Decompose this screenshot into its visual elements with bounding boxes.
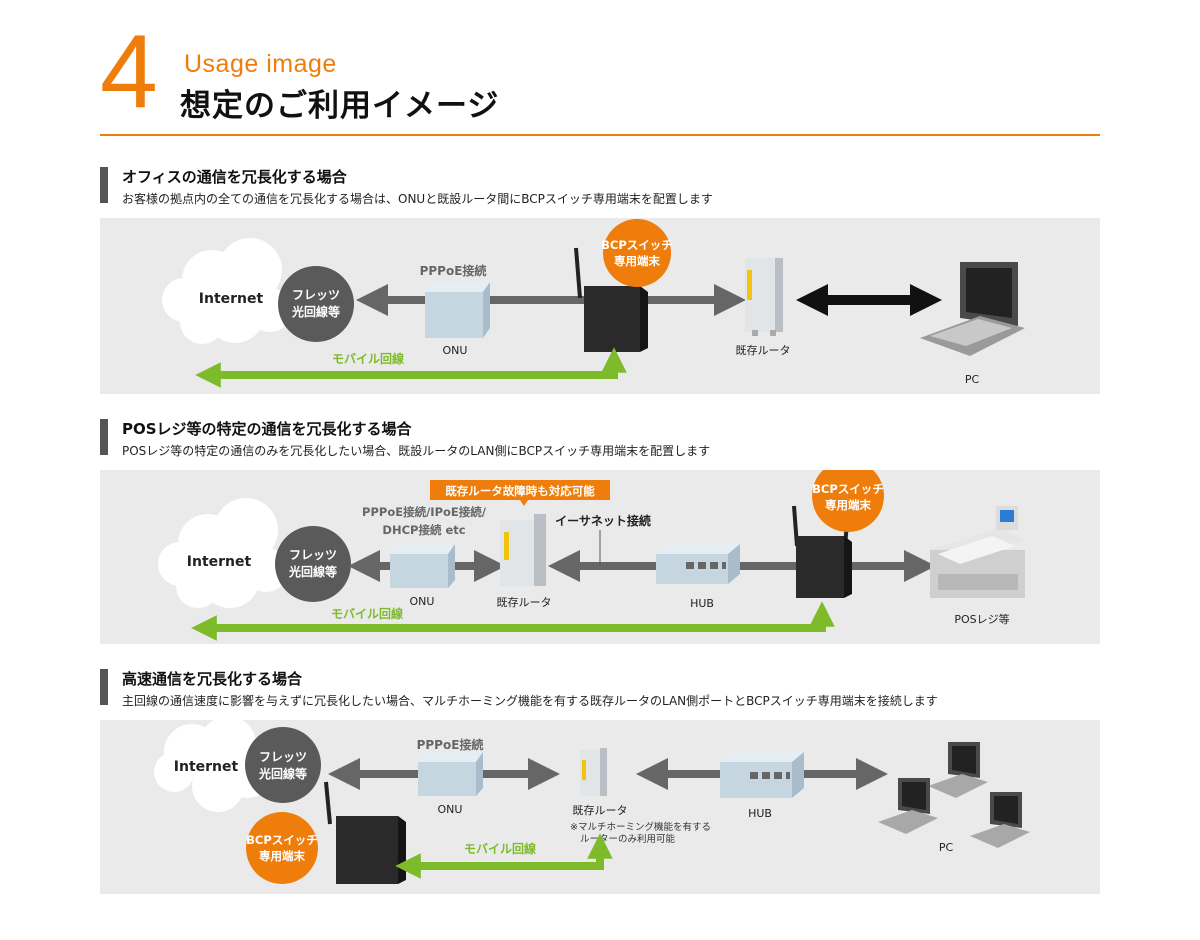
laptop-icon [970,792,1030,848]
router-device-icon [745,258,783,336]
laptop-icon [928,742,988,798]
mobile-label: モバイル回線 [332,351,404,366]
laptop-icon [878,778,938,834]
protocol-label: PPPoE接続 [417,737,484,752]
failure-badge [430,480,610,500]
router-label: 既存ルータ [573,803,628,817]
pc-label: PC [965,373,980,386]
pc-label: PC [939,841,954,854]
diagram-panel-highspeed: Internet フレッツ 光回線等 PPPoE接続 ONU 既存ルータ ※マル… [100,716,1100,894]
router-device-icon [500,514,546,586]
onu-label: ONU [438,803,463,816]
fiber-label-line2: 光回線等 [258,766,307,781]
bcp-switch-device-icon [792,505,852,598]
laptop-icon [920,262,1025,356]
internet-label: Internet [199,291,264,307]
fiber-label-line2: 光回線等 [291,304,340,319]
pos-label: POSレジ等 [954,612,1009,626]
bcp-switch-device-icon [324,781,406,884]
section-2-title: POSレジ等の特定の通信を冗長化する場合 [122,420,412,438]
diagram-panel-pos: Internet フレッツ 光回線等 PPPoE接続/IPoE接続/ DHCP接… [100,460,1100,644]
onu-device-icon [425,282,490,338]
section-1-description: お客様の拠点内の全ての通信を冗長化する場合は、ONUと既設ルータ間にBCPスイッ… [122,192,713,206]
protocol-label-line1: PPPoE接続/IPoE接続/ [362,505,487,519]
fiber-line-circle [275,526,351,602]
bcp-label-line2: 専用端末 [825,498,871,512]
section-3-title: 高速通信を冗長化する場合 [122,670,303,688]
bcp-label-line2: 専用端末 [614,254,660,268]
onu-device-icon [390,544,455,588]
internet-label: Internet [187,554,252,570]
protocol-label-line2: DHCP接続 etc [382,523,465,537]
diagram-pos: Internet フレッツ 光回線等 PPPoE接続/IPoE接続/ DHCP接… [158,460,1025,641]
hub-label: HUB [690,597,714,610]
bcp-badge [246,812,318,884]
fiber-line-circle [278,266,354,342]
bcp-label-line1: BCPスイッチ [601,238,673,252]
internet-label: Internet [174,759,239,775]
fiber-line-circle [245,727,321,803]
internet-cloud [162,238,292,344]
hub-device-icon [720,752,804,798]
bcp-label-line1: BCPスイッチ [246,833,318,847]
section-3-description: 主回線の通信速度に影響を与えずに冗長化したい場合、マルチホーミング機能を有する既… [122,694,938,708]
mobile-line-arrow [191,601,835,641]
section-marker [100,167,108,203]
diagram-panel-office: Internet フレッツ 光回線等 PPPoE接続 ONU BCPスイッチ 専… [100,218,1100,394]
router-note-line2: ルーターのみ利用可能 [580,833,676,845]
failure-badge-pointer [520,500,528,506]
section-marker [100,419,108,455]
mobile-label: モバイル回線 [331,606,403,621]
bcp-label-line2: 専用端末 [259,849,305,863]
failure-badge-label: 既存ルータ故障時も対応可能 [445,484,595,498]
fiber-label-line1: フレッツ [292,288,340,302]
onu-device-icon [418,752,483,796]
onu-label: ONU [443,344,468,357]
section-marker [100,669,108,705]
header-divider [100,134,1100,136]
router-device-icon [580,748,607,796]
bcp-switch-device-icon [574,247,648,352]
internet-cloud [158,498,288,608]
bcp-badge [603,219,671,287]
router-note-line1: ※マルチホーミング機能を有する [570,821,711,833]
router-label: 既存ルータ [736,343,791,357]
mobile-line-arrow [195,347,627,388]
hub-device-icon [656,544,740,584]
mobile-label: モバイル回線 [464,841,536,856]
ethernet-label: イーサネット接続 [555,513,651,528]
fiber-label-line2: 光回線等 [288,564,337,579]
bcp-label-line1: BCPスイッチ [812,482,884,496]
protocol-label: PPPoE接続 [420,263,487,278]
pos-register-icon [930,506,1025,598]
onu-label: ONU [410,595,435,608]
fiber-label-line1: フレッツ [259,750,307,764]
section-number: 4 [100,14,158,130]
mobile-line-arrow [395,833,613,879]
page-title: 想定のご利用イメージ [180,88,500,124]
hub-label: HUB [748,807,772,820]
section-1-title: オフィスの通信を冗長化する場合 [122,168,347,186]
subtitle-english: Usage image [184,50,337,78]
bcp-badge [812,460,884,532]
router-label: 既存ルータ [497,595,552,609]
diagram-highspeed: Internet フレッツ 光回線等 PPPoE接続 ONU 既存ルータ ※マル… [154,716,1030,884]
section-2-description: POSレジ等の特定の通信のみを冗長化したい場合、既設ルータのLAN側にBCPスイ… [122,444,711,458]
diagram-office: Internet フレッツ 光回線等 PPPoE接続 ONU BCPスイッチ 専… [162,219,1025,388]
fiber-label-line1: フレッツ [289,548,337,562]
